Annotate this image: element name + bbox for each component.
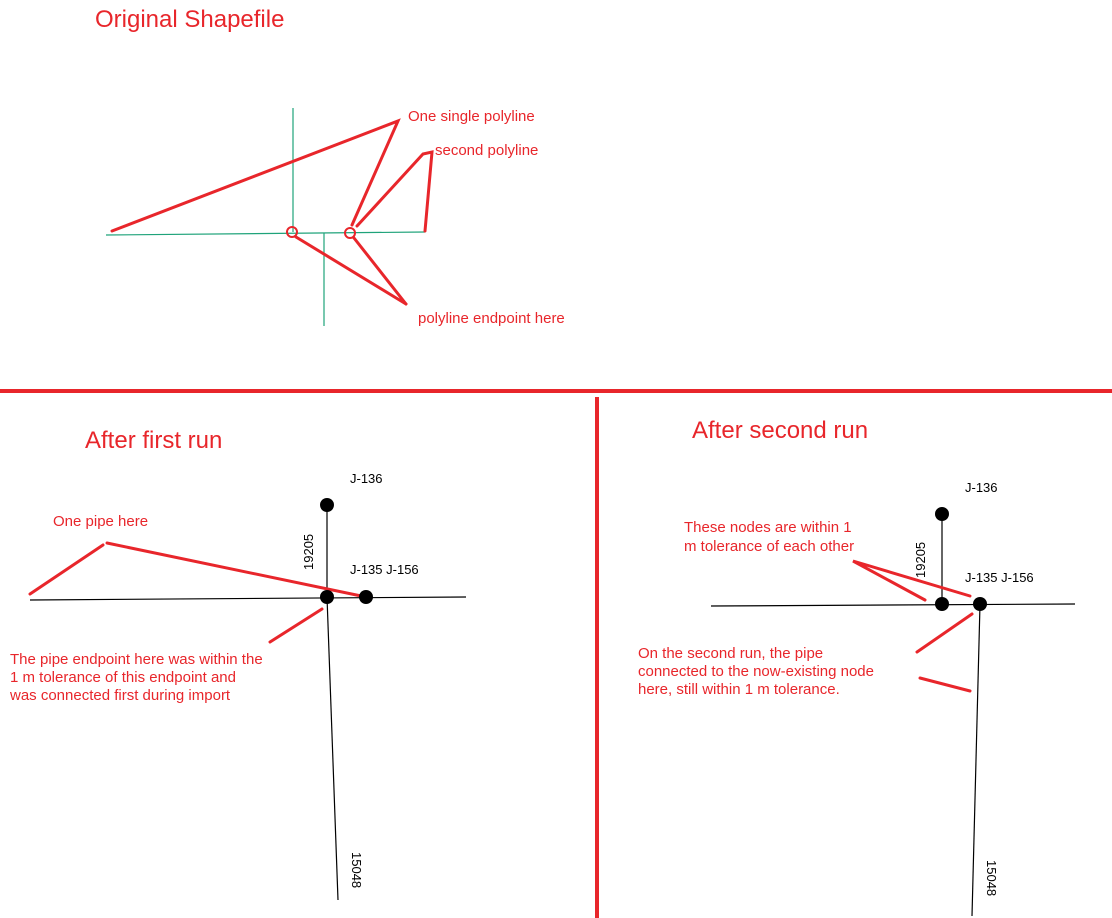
pipe-label-15048: 15048: [349, 852, 364, 888]
single-polyline-trace: [110, 118, 401, 233]
endpoint-pointer-right: [352, 236, 408, 306]
endpoint-note-line-2: 1 m tolerance of this endpoint and: [10, 669, 236, 686]
tolerance-note-line-1: These nodes are within 1: [684, 519, 852, 536]
junction-j-156: [973, 597, 987, 611]
pipe-label-15048: 15048: [984, 860, 999, 896]
first-run-title: After first run: [85, 427, 222, 454]
second-polyline-trace: [355, 150, 434, 233]
endpoint-note-line-3: was connected first during import: [9, 687, 231, 704]
junction-j-135: [320, 590, 334, 604]
connection-note-line-3: here, still within 1 m tolerance.: [638, 681, 840, 698]
connection-pointer-upper: [915, 612, 974, 654]
second-run-horizontal-pipe: [710, 603, 1076, 607]
pipe-label-19205: 19205: [913, 542, 928, 578]
second-run-title: After second run: [692, 417, 868, 444]
endpoint-note-line-1: The pipe endpoint here was within the: [10, 651, 263, 668]
junction-j-156: [359, 590, 373, 604]
connection-note-line-2: connected to the now-existing node: [638, 663, 874, 680]
first-run-endpoint-pointer: [268, 607, 324, 644]
pipe-label-19205: 19205: [301, 534, 316, 570]
first-run-pipe-pointer: [28, 543, 105, 596]
teal-horizontal-line: [105, 231, 426, 236]
polyline-endpoint-marker-right: [344, 227, 356, 239]
first-run-panel: After first run J-136 J-135 J-156 19205 …: [9, 427, 467, 901]
junction-j-135: [935, 597, 949, 611]
original-title: Original Shapefile: [95, 6, 284, 33]
tolerance-note-line-2: m tolerance of each other: [684, 538, 854, 555]
first-run-pipe-trace: [105, 541, 368, 599]
connection-pointer-lower: [918, 676, 972, 693]
junction-j-136: [935, 507, 949, 521]
node-label-j-136: J-136: [350, 471, 383, 486]
first-run-lower-pipe: [326, 596, 339, 901]
connection-note-line-1: On the second run, the pipe: [638, 645, 823, 662]
second-run-lower-pipe: [971, 603, 981, 917]
endpoint-note: polyline endpoint here: [418, 310, 565, 327]
polyline-endpoint-marker-left: [286, 226, 298, 238]
one-pipe-note: One pipe here: [53, 513, 148, 530]
node-label-j-136: J-136: [965, 480, 998, 495]
node-label-j-135-j-156: J-135 J-156: [350, 562, 419, 577]
second-run-panel: After second run J-136 J-135 J-156 19205…: [638, 417, 1076, 917]
original-shapefile-panel: Original Shapefile One single polyline s…: [95, 6, 565, 327]
second-polyline-note: second polyline: [435, 142, 538, 159]
endpoint-pointer-left: [294, 235, 408, 306]
first-run-horizontal-pipe: [29, 596, 467, 601]
tolerance-pointer: [852, 559, 972, 602]
single-polyline-note: One single polyline: [408, 108, 535, 125]
node-label-j-135-j-156: J-135 J-156: [965, 570, 1034, 585]
junction-j-136: [320, 498, 334, 512]
